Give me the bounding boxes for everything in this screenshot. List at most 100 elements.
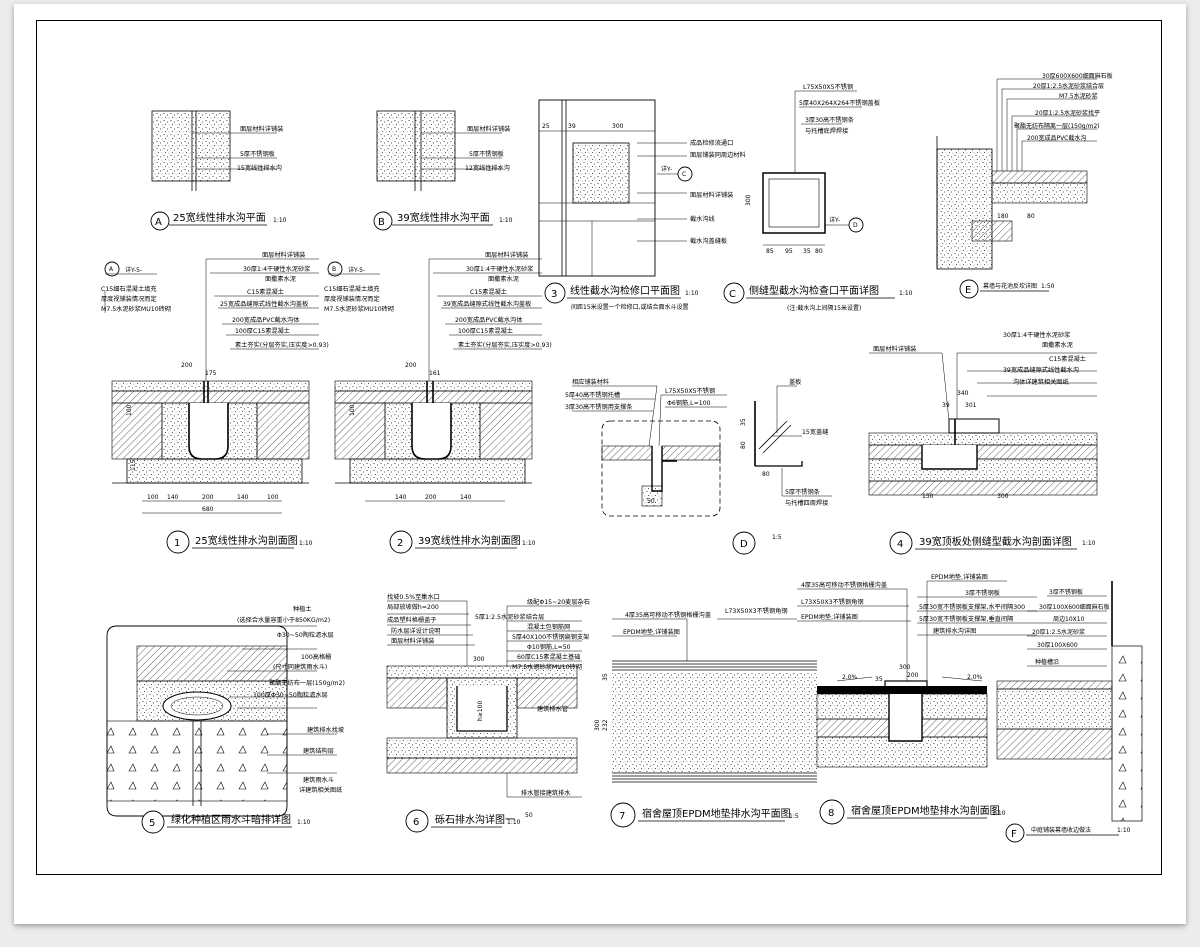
n6-label-10: Φ10钢筋,L=50 bbox=[527, 643, 571, 651]
f-tag: F bbox=[1011, 829, 1017, 840]
dside-label-4: 与托槽四周焊接 bbox=[785, 499, 828, 507]
n1-label-3: 面撒素水泥 bbox=[265, 275, 296, 283]
n4-title: 39宽顶板处侧缝型截水沟剖面详图 bbox=[919, 535, 1072, 548]
n5-label-8: 建筑排水找坡 bbox=[307, 726, 344, 734]
n3-ref: 详Y- bbox=[661, 165, 672, 173]
n2-label-5: 39宽成品缝隙式线性截水沟盖板 bbox=[443, 300, 531, 308]
c-label-2: 5厚40X264X264不锈钢盖板 bbox=[799, 99, 880, 107]
b-title: 39宽线性排水沟平面 bbox=[397, 211, 490, 224]
n8-label-7: 建筑排水沟详图 bbox=[933, 627, 976, 635]
n3-label-6: 截水沟盖缝板 bbox=[690, 237, 727, 245]
n5-label-9: 建筑结构层 bbox=[303, 747, 334, 755]
n6-label-13: 排水管接建筑排水 bbox=[521, 789, 571, 797]
e-label-5: 聚酯无纺布隔离一层(150g/m2) bbox=[1014, 122, 1100, 130]
n2-label-9: C15细石混凝土填充 bbox=[324, 285, 380, 293]
n8-label-8: 3厚不锈钢板 bbox=[965, 589, 1000, 597]
d-label-2: 5厚40高不锈钢托槽 bbox=[565, 391, 620, 399]
n4-dim-1: 340 bbox=[957, 390, 969, 397]
n8-dim-3: 35 bbox=[875, 676, 883, 683]
a-tag: A bbox=[155, 217, 162, 228]
f-label-1: 30厚100X600细面麻石板 bbox=[1039, 603, 1110, 611]
n7-label-1: 4厚35高可移动不锈钢格栅沟盖 bbox=[625, 611, 711, 619]
n2-dim-top: 200 bbox=[405, 362, 417, 369]
n6-dim-3: 50 bbox=[525, 812, 533, 819]
dside-dim-3: 80 bbox=[762, 471, 770, 478]
n8-slope-1: 2.0% bbox=[842, 674, 858, 681]
n8-slope-2: 2.0% bbox=[967, 674, 983, 681]
e-scale: 1:50 bbox=[1041, 283, 1055, 290]
detail-3-plan: 25 39 300 成品检修流通口 面层铺装同周边材料 面层材料详铺装 截水沟线… bbox=[538, 99, 746, 311]
n2-ref-tag: B bbox=[332, 266, 336, 273]
n4-dim-4: 150 bbox=[922, 493, 934, 500]
n1-label-10: 厚度视铺装情况而定 bbox=[101, 295, 157, 303]
n4-tag: 4 bbox=[897, 539, 903, 550]
detail-b-plan: 面层材料详铺装 5厚不锈钢板 12宽线性排水沟 B 39宽线性排水沟平面 1:1… bbox=[373, 110, 513, 231]
n1-dim-a: 100 bbox=[147, 494, 159, 501]
n6-label-1: 找坡0.5%至集水口 bbox=[387, 593, 440, 601]
n8-dim-2: 200 bbox=[907, 672, 919, 679]
n2-dim-b: 140 bbox=[395, 494, 407, 501]
f-label-3: 20厚1:2.5水泥砂浆 bbox=[1032, 628, 1085, 636]
n1-dim-e: 100 bbox=[267, 494, 279, 501]
n5-label-6: 聚酯无纺布一层(150g/m2) bbox=[269, 679, 345, 687]
n7-label-3: EPDM地垫,详铺装图 bbox=[623, 628, 680, 636]
n6-dim-1: 300 bbox=[473, 656, 485, 663]
n1-label-5: 25宽成品缝隙式线性截水沟盖板 bbox=[220, 300, 308, 308]
dside-label-2: 15宽盖缝 bbox=[802, 428, 828, 436]
b-tag: B bbox=[378, 217, 385, 228]
n5-label-10: 建筑雨水斗 bbox=[303, 776, 334, 784]
n6-label-5: 面层材料详铺装 bbox=[391, 637, 434, 645]
n2-scale: 1:10 bbox=[522, 540, 536, 547]
n4-dim-2: 39 bbox=[942, 402, 950, 409]
n1-label-7: 100厚C15素混凝土 bbox=[235, 327, 290, 335]
detail-a-plan: 面层材料详铺装 5厚不锈钢板 15宽线性排水沟 A 25宽线性排水沟平面 1:1… bbox=[150, 110, 287, 231]
n3-label-1: 成品检修流通口 bbox=[690, 139, 733, 147]
c-label-3: 3厚30高不锈钢条 bbox=[805, 116, 854, 124]
f-label-5: 种植槽沿 bbox=[1035, 658, 1059, 666]
n8-label-2: L73X50X3不锈钢角钢 bbox=[801, 598, 864, 606]
detail-e: 30厚600X600细面麻石板 20厚1:2.5水泥砂浆结合层 M7.5水泥砂浆… bbox=[936, 72, 1113, 299]
n2-dim-161: 161 bbox=[429, 370, 441, 377]
d-tag: D bbox=[740, 539, 748, 550]
detail-1-section: 100 140 200 140 100 680 200 175 115 100 … bbox=[101, 251, 329, 554]
n3-title: 线性截水沟检修口平面图 bbox=[570, 284, 680, 297]
n6-dim-2: h≥100 bbox=[477, 701, 484, 721]
c-tag: C bbox=[729, 289, 736, 300]
e-title: 幕墙与花池反坎详图 bbox=[983, 282, 1037, 290]
e-label-6: 200宽成品PVC截水沟 bbox=[1027, 134, 1086, 142]
n1-label-6: 200宽成品PVC截水沟体 bbox=[232, 316, 300, 324]
n2-tag: 2 bbox=[397, 538, 403, 549]
n6-label-9: 5厚40X100不锈钢扁钢支架 bbox=[512, 633, 589, 641]
e-label-4: 20厚1:2.5水泥砂浆找平 bbox=[1035, 109, 1100, 117]
n5-title: 绿化种植区雨水斗暗排详图 bbox=[171, 813, 291, 826]
n1-dim-100: 100 bbox=[126, 404, 133, 416]
b-label-3: 12宽线性排水沟 bbox=[465, 164, 510, 172]
n5-label-7: 100厚Φ30~50陶粒滤水层 bbox=[253, 691, 328, 699]
n2-label-2: 30厚1:4干硬性水泥砂浆 bbox=[466, 265, 533, 273]
c-ref: 详Y- bbox=[829, 216, 840, 224]
n7-dim-2: 232 bbox=[602, 719, 609, 731]
b-label-2: 5厚不锈钢板 bbox=[469, 150, 504, 158]
n1-label-1: 面层材料详铺装 bbox=[262, 251, 305, 259]
n6-title: 砾石排水沟详图一 bbox=[435, 813, 515, 826]
n5-label-1: 种植土 bbox=[293, 605, 312, 613]
n1-label-11: M7.5水泥砂浆MU10砖砌 bbox=[101, 305, 171, 313]
n1-tag: 1 bbox=[174, 538, 180, 549]
f-label-2: 周边10X10 bbox=[1053, 615, 1085, 623]
n7-scale: 1:5 bbox=[789, 813, 799, 820]
a-title: 25宽线性排水沟平面 bbox=[173, 211, 266, 224]
n2-dim-d: 140 bbox=[460, 494, 472, 501]
n4-label-1: 面层材料详铺装 bbox=[873, 345, 916, 353]
c-dim-4: 35 bbox=[803, 248, 811, 255]
n1-scale: 1:10 bbox=[299, 540, 313, 547]
c-dim-2: 85 bbox=[766, 248, 774, 255]
n2-label-4: C15素混凝土 bbox=[470, 288, 507, 296]
d-label-3: 3厚30高不锈钢用支撑条 bbox=[565, 403, 633, 411]
n1-dim-175: 175 bbox=[205, 370, 217, 377]
n8-label-5: 5厚30宽不锈钢板支撑架,水平间隔300 bbox=[919, 603, 1025, 611]
n6-label-12: M7.5水泥砂浆MU10砖砌 bbox=[512, 663, 582, 671]
n3-scale: 1:10 bbox=[685, 290, 699, 297]
d-scale: 1:5 bbox=[772, 534, 782, 541]
drawing-canvas: 面层材料详铺装 5厚不锈钢板 15宽线性排水沟 A 25宽线性排水沟平面 1:1… bbox=[101, 72, 1143, 843]
n2-ref: 详Y-5- bbox=[348, 266, 365, 274]
